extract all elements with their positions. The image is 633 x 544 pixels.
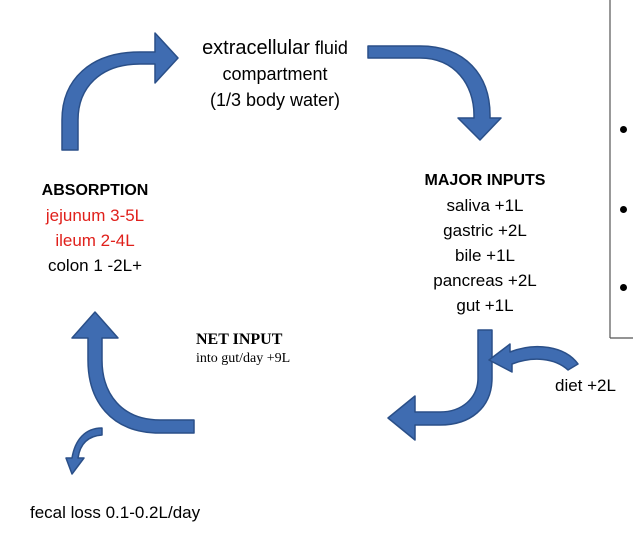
diet-label: diet +2L	[555, 376, 616, 395]
absorption-title: ABSORPTION	[41, 182, 149, 199]
absorption-item-colon: colon 1 -2L+	[47, 256, 143, 275]
arrow-fecal-loss	[65, 427, 103, 475]
absorption-block: ABSORPTION jejunum 3-5L ileum 2-4L colon…	[10, 178, 180, 278]
input-item-saliva: saliva +1L	[446, 196, 524, 215]
extracellular-label: extracellular fluid compartment (1/3 bod…	[160, 35, 390, 113]
net-input-title: NET INPUT	[196, 331, 283, 348]
arrow-inputs-to-net	[387, 329, 493, 441]
input-item-pancreas: pancreas +2L	[433, 271, 537, 290]
major-inputs-title: MAJOR INPUTS	[424, 172, 546, 189]
ecf-line3: (1/3 body water)	[209, 90, 341, 110]
ecf-word2: fluid	[314, 38, 348, 58]
ecf-line2: compartment	[222, 64, 328, 84]
ecf-word: extracellular	[202, 37, 310, 59]
input-item-gut: gut +1L	[456, 296, 514, 315]
input-item-bile: bile +1L	[454, 246, 516, 265]
arrow-diet	[488, 343, 579, 373]
panel-bullet	[620, 284, 627, 291]
panel-bullet	[620, 206, 627, 213]
panel-bullet	[620, 126, 627, 133]
arrow-net-to-absorption	[71, 311, 195, 434]
major-inputs-block: MAJOR INPUTS saliva +1L gastric +2L bile…	[400, 168, 570, 318]
input-item-gastric: gastric +2L	[443, 221, 527, 240]
net-input-block: NET INPUT into gut/day +9L	[196, 330, 356, 368]
absorption-item-jejunum: jejunum 3-5L	[45, 206, 145, 225]
absorption-item-ileum: ileum 2-4L	[55, 231, 135, 250]
fecal-loss-label: fecal loss 0.1-0.2L/day	[30, 503, 201, 522]
net-input-subtitle: into gut/day +9L	[196, 351, 291, 366]
arrow-absorption-to-ecf	[61, 32, 179, 151]
arrow-ecf-to-inputs	[367, 45, 502, 141]
